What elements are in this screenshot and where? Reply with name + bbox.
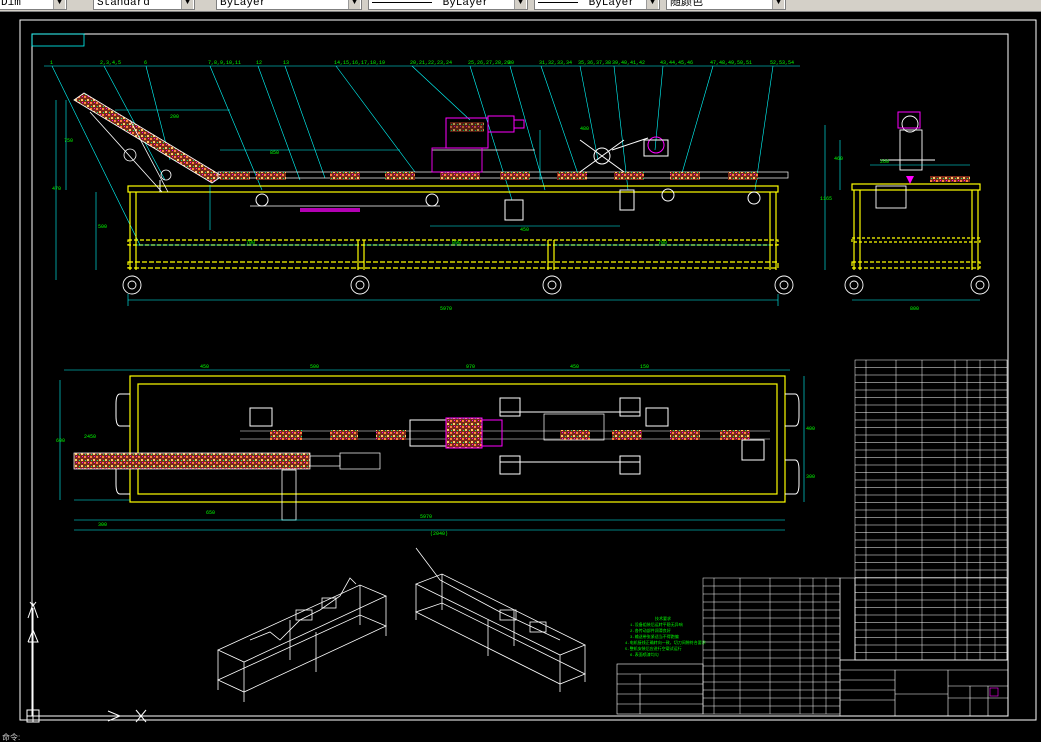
svg-text:35,36,37,38: 35,36,37,38 [578,60,611,66]
svg-text:470: 470 [52,186,61,192]
plan-cutter-assembly[interactable] [249,397,765,475]
chevron-down-icon[interactable]: ▼ [181,0,193,9]
linetype-combo[interactable]: ByLayer ▼ [368,0,528,10]
isometric-view-left[interactable] [217,577,387,702]
plan-left-dim: 2450 [84,434,96,440]
front-dimensions [55,100,779,306]
svg-text:700: 700 [658,240,667,246]
parameter-table [616,663,704,715]
svg-text:500: 500 [98,224,107,230]
front-mid-dim: 890 [452,240,461,246]
svg-text:300: 300 [98,522,107,528]
svg-text:400: 400 [806,426,815,432]
svg-text:39,40,41,42: 39,40,41,42 [612,60,645,66]
chevron-down-icon[interactable]: ▼ [348,0,360,9]
svg-text:450: 450 [570,364,579,370]
svg-text:700: 700 [246,240,255,246]
svg-text:1.设备组装后运转平稳无异响: 1.设备组装后运转平稳无异响 [630,621,683,628]
text-style-value: Standard [97,0,150,9]
dim-style-combo[interactable]: Dim ▼ [0,0,67,10]
svg-text:25,26,27,28,29: 25,26,27,28,29 [468,60,510,66]
chevron-down-icon[interactable]: ▼ [646,0,658,9]
svg-text:460: 460 [834,156,843,162]
svg-text:480: 480 [580,126,589,132]
svg-text:970: 970 [466,364,475,370]
svg-text:600: 600 [56,438,65,444]
lineweight-swatch [538,1,578,3]
svg-text:150: 150 [640,364,649,370]
front-length-dim: 5970 [440,306,452,312]
svg-text:850: 850 [270,150,279,156]
svg-text:1: 1 [50,60,53,66]
svg-text:31,32,33,34: 31,32,33,34 [539,60,572,66]
main-conveyor[interactable] [217,171,789,221]
svg-text:1165: 1165 [820,196,832,202]
bill-of-materials-right [854,359,1008,661]
svg-text:技术要求: 技术要求 [655,615,671,622]
svg-text:500: 500 [310,364,319,370]
svg-text:14,15,16,17,18,19: 14,15,16,17,18,19 [334,60,385,66]
svg-text:4.电机接线正确转向一致，切刀间隙符合要求: 4.电机接线正确转向一致，切刀间隙符合要求 [625,639,706,646]
svg-text:6: 6 [144,60,147,66]
svg-text:750: 750 [64,138,73,144]
plan-view[interactable]: 450 500 970 450 150 5970 (2040) 600 400 300 3… [56,364,815,537]
svg-text:12: 12 [256,60,262,66]
svg-text:43,44,45,46: 43,44,45,46 [660,60,693,66]
layer-combo[interactable]: ByLayer ▼ [216,0,362,10]
chevron-down-icon[interactable]: ▼ [772,0,784,9]
svg-text:52,53,54: 52,53,54 [770,60,794,66]
svg-text:3.输送带张紧适当不得跑偏: 3.输送带张紧适当不得跑偏 [630,633,679,640]
ucs-icon [26,601,147,723]
svg-text:200: 200 [170,114,179,120]
svg-text:450: 450 [200,364,209,370]
color-value: 随颜色 [670,0,703,9]
chevron-down-icon[interactable]: ▼ [53,0,65,9]
svg-text:5.整机安装后应进行空载试运行: 5.整机安装后应进行空载试运行 [625,645,682,652]
svg-text:260: 260 [880,159,889,165]
bill-of-materials-left [702,577,841,715]
technical-notes: 技术要求 1.设备组装后运转平稳无异响 2.各传动部件润滑良好 3.输送带张紧适… [625,615,706,658]
svg-text:650: 650 [206,510,215,516]
drawing-border [19,19,1037,721]
chevron-down-icon[interactable]: ▼ [514,0,526,9]
svg-text:300: 300 [806,474,815,480]
plan-dimensions [59,369,805,531]
plan-infeed-strip[interactable] [73,452,311,470]
color-combo[interactable]: 随颜色 ▼ [666,0,786,10]
caster-wheels [122,275,794,295]
command-prompt: 命令: [2,733,21,742]
dim-style-value: Dim [1,0,21,9]
side-elevation-view[interactable]: 1165 460 800 260 [820,111,990,312]
title-block [839,659,1009,717]
drawing-canvas[interactable]: 1 2,3,4,5 6 7,8,9,10,11 12 13 14,15,16,17,18… [0,12,1041,734]
layer-value: ByLayer [220,0,267,9]
svg-text:30: 30 [508,60,514,66]
drive-motor-assembly[interactable] [431,115,669,173]
text-style-combo[interactable]: Standard ▼ [93,0,195,10]
bill-of-materials-middle [839,577,1008,661]
svg-text:6.表面喷漆均匀: 6.表面喷漆均匀 [630,651,659,658]
linetype-swatch [372,1,432,3]
inclined-feeder[interactable] [73,92,223,193]
properties-toolbar: Dim ▼ Standard ▼ ByLayer ▼ ByLayer ▼ ByL… [0,0,1041,12]
isometric-view-right[interactable] [414,547,586,692]
svg-text:47,48,49,50,51: 47,48,49,50,51 [710,60,752,66]
svg-text:7,8,9,10,11: 7,8,9,10,11 [208,60,241,66]
svg-text:2.各传动部件润滑良好: 2.各传动部件润滑良好 [630,627,671,634]
command-line[interactable]: 命令: [0,734,1041,742]
side-width-dim: 800 [910,306,919,312]
svg-text:2,3,4,5: 2,3,4,5 [100,60,121,66]
svg-text:450: 450 [520,227,529,233]
lineweight-value: ByLayer [588,0,635,9]
plan-total-dim: (2040) [430,531,448,537]
front-elevation-view[interactable]: 1 2,3,4,5 6 7,8,9,10,11 12 13 14,15,16,17,18… [44,60,800,312]
plan-bottom-dim: 5970 [420,514,432,520]
linetype-value: ByLayer [442,0,489,9]
lineweight-combo[interactable]: ByLayer ▼ [534,0,660,10]
svg-text:20,21,22,23,24: 20,21,22,23,24 [410,60,452,66]
svg-text:13: 13 [283,60,289,66]
